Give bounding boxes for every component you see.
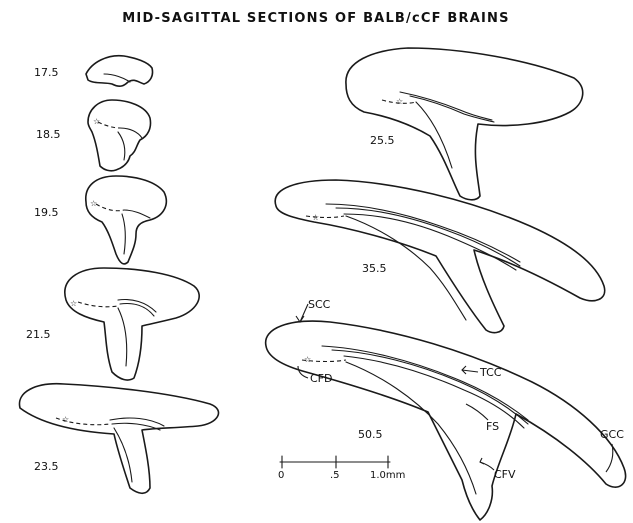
section-21-5-fornix-b (120, 304, 154, 317)
section-23-5-marker-star: ☆ (62, 415, 69, 424)
section-19-5: ☆ 19.5 (34, 176, 166, 264)
section-17-5: 17.5 (34, 56, 153, 86)
section-19-5-commissure (96, 204, 124, 211)
scale-bar-label-half: .5 (330, 470, 340, 481)
section-25-5-fornix-a (400, 92, 492, 120)
section-19-5-fornix (124, 210, 150, 218)
fs-arrow (466, 404, 488, 420)
section-25-5-outline (346, 48, 583, 200)
section-50-5-marker-star: ☆ (304, 355, 311, 364)
figure-title: MID-SAGITTAL SECTIONS OF BALB/cCF BRAINS (122, 11, 509, 26)
annotation-cfd: CFD (310, 372, 332, 385)
section-19-5-outline (86, 176, 167, 264)
section-21-5-outline (65, 268, 199, 380)
annotation-scc: SCC (308, 298, 331, 311)
cfv-arrowhead (480, 458, 484, 464)
annotation-fs: FS (486, 420, 499, 433)
section-25-5-marker-star: ☆ (396, 97, 403, 106)
annotation-gcc: GCC (600, 428, 624, 441)
scale-bar-label-1mm: 1.0mm (370, 470, 405, 481)
section-label-35-5: 35.5 (362, 262, 387, 275)
section-label-50-5: 50.5 (358, 428, 383, 441)
annotation-tcc: TCC (479, 366, 502, 379)
section-50-5: ☆ 50.5 SCC CFD TCC FS GCC CFV (266, 298, 626, 520)
section-label-18-5: 18.5 (36, 128, 61, 141)
section-18-5-marker-star: ☆ (93, 117, 100, 126)
section-19-5-fornix-2 (122, 214, 125, 254)
section-18-5-fornix-2 (118, 132, 125, 160)
section-18-5-commissure (98, 122, 120, 128)
annotation-cfv: CFV (494, 468, 516, 481)
section-17-5-tract (104, 74, 130, 82)
section-21-5-fornix-a (118, 300, 156, 313)
section-label-19-5: 19.5 (34, 206, 59, 219)
section-21-5-marker-star: ☆ (70, 299, 77, 308)
section-25-5: ☆ 25.5 (346, 48, 583, 200)
gcc-arrow (606, 444, 613, 472)
section-18-5-fornix (120, 128, 142, 138)
section-35-5-fornix-b (336, 208, 520, 266)
section-21-5-commissure (78, 302, 118, 307)
section-50-5-outline (266, 321, 626, 520)
section-label-25-5: 25.5 (370, 134, 395, 147)
section-18-5-outline (88, 100, 151, 171)
section-21-5-fornix-c (118, 308, 127, 366)
section-23-5-fornix-a (110, 418, 164, 426)
section-19-5-marker-star: ☆ (90, 199, 97, 208)
section-label-23-5: 23.5 (34, 460, 59, 473)
scale-bar: 0 .5 1.0mm (278, 456, 405, 481)
scale-bar-label-0: 0 (278, 470, 284, 481)
section-18-5: ☆ 18.5 (36, 100, 151, 171)
section-23-5: ☆ 23.5 (19, 384, 218, 494)
section-label-17-5: 17.5 (34, 66, 59, 79)
section-23-5-outline (19, 384, 218, 494)
section-23-5-fornix-c (114, 428, 132, 482)
section-label-21-5: 21.5 (26, 328, 51, 341)
section-17-5-outline (86, 56, 153, 86)
section-35-5-marker-star: ☆ (312, 213, 319, 222)
section-50-5-fornix-b (332, 350, 528, 424)
section-21-5: ☆ 21.5 (26, 268, 199, 380)
section-25-5-fornix-c (416, 102, 452, 168)
section-35-5-fornix-a (326, 204, 520, 262)
